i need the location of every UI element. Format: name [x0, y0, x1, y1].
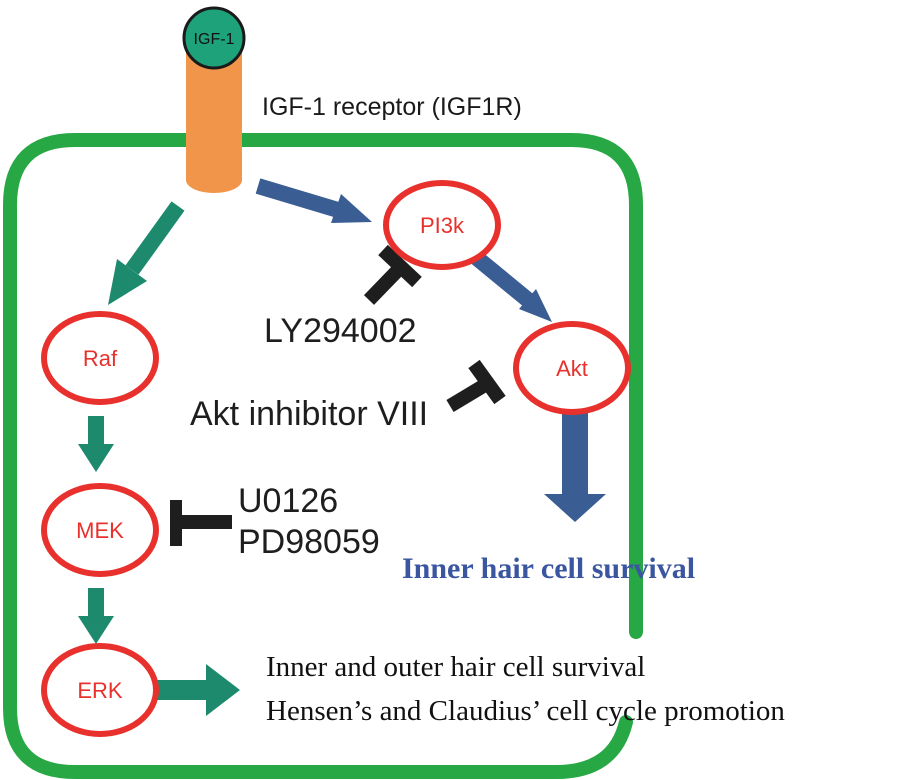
node-pi3k: PI3k — [383, 180, 501, 270]
inhibitor-bar-akt — [446, 359, 506, 413]
outcome-erk-line2: Hensen’s and Claudius’ cell cycle promot… — [266, 695, 785, 727]
node-erk-label: ERK — [77, 678, 123, 703]
inhibitor-label-ly294002: LY294002 — [264, 312, 417, 350]
outcome-erk-line1: Inner and outer hair cell survival — [266, 651, 645, 683]
arrow-receptor-to-pi3k — [255, 178, 372, 223]
cell-membrane — [2, 133, 643, 779]
inhibitor-bar-pi3k — [363, 244, 422, 305]
arrow-akt-to-outcome — [544, 410, 606, 522]
igf1-label: IGF-1 — [194, 31, 235, 48]
node-raf: Raf — [41, 311, 159, 405]
arrow-erk-to-outcome — [156, 664, 240, 716]
inhibitor-bar-mek — [170, 500, 232, 546]
arrow-receptor-to-raf — [108, 201, 185, 305]
node-mek: MEK — [41, 483, 159, 577]
receptor-label: IGF-1 receptor (IGF1R) — [262, 93, 522, 121]
inhibitor-label-pd98059: PD98059 — [238, 523, 380, 561]
node-akt: Akt — [513, 321, 631, 415]
arrow-mek-to-erk — [78, 588, 114, 644]
igf1-ligand: IGF-1 — [182, 6, 246, 70]
arrow-pi3k-to-akt — [466, 247, 552, 322]
node-pi3k-label: PI3k — [420, 213, 465, 238]
node-raf-label: Raf — [83, 346, 118, 371]
arrow-raf-to-mek — [78, 416, 114, 472]
outcome-inner-hair-cell-survival: Inner hair cell survival — [402, 552, 695, 585]
inhibitor-label-u0126: U0126 — [238, 482, 338, 520]
node-erk: ERK — [41, 643, 159, 737]
node-akt-label: Akt — [556, 356, 588, 381]
inhibitor-label-akt-inhibitor-viii: Akt inhibitor VIII — [190, 395, 428, 433]
node-mek-label: MEK — [76, 518, 124, 543]
